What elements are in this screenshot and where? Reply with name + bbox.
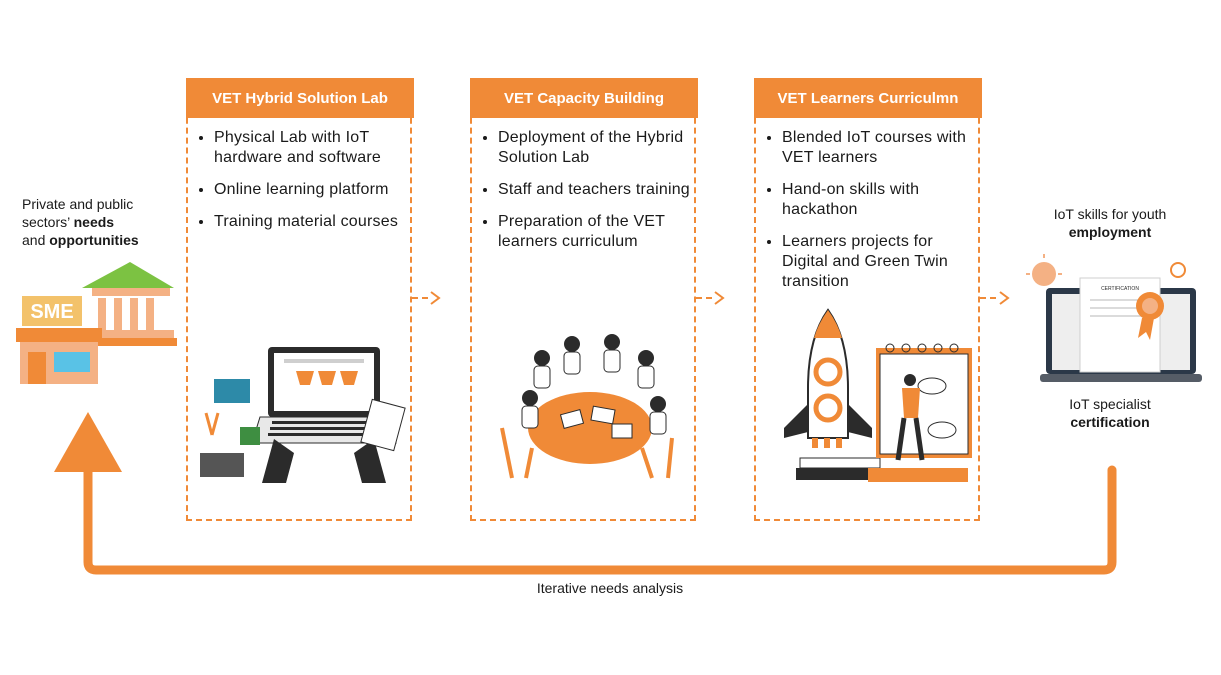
iterative-label: Iterative needs analysis — [536, 580, 684, 596]
employment-line1: IoT skills for youth — [1053, 206, 1167, 222]
rocket-icon — [784, 308, 972, 482]
certification-label: IoT specialist certification — [1040, 395, 1180, 431]
panel-title: VET Hybrid Solution Lab — [186, 78, 414, 118]
opportunities-bold: opportunities — [49, 232, 139, 248]
panel-title: VET Capacity Building — [470, 78, 698, 118]
list-item: Staff and teachers training — [498, 180, 698, 200]
laptop-icon — [200, 347, 406, 483]
panel-learners-curriculum: VET Learners Curriculmn Blended IoT cour… — [754, 78, 982, 521]
certificate-laptop-icon: CERTIFICATION — [1026, 254, 1202, 382]
list-item: Hand-on skills with hackathon — [782, 180, 982, 220]
learner-presentation-icon — [868, 343, 972, 482]
lightbulb-icon — [1026, 254, 1062, 286]
sme-label: SME — [30, 301, 73, 323]
needs-label: Private and public sectors’ needs and op… — [22, 195, 172, 249]
needs-line2: sectors’ — [22, 214, 74, 230]
panel-list: Blended IoT courses with VET learners Ha… — [764, 128, 982, 304]
certification-bold: certification — [1070, 414, 1150, 430]
cert-label: CERTIFICATION — [1101, 286, 1139, 292]
list-item: Learners projects for Digital and Green … — [782, 232, 982, 292]
list-item: Deployment of the Hybrid Solution Lab — [498, 128, 698, 168]
gear-icon — [1170, 262, 1186, 278]
certification-line1: IoT specialist — [1069, 396, 1151, 412]
panel-list: Deployment of the Hybrid Solution Lab St… — [480, 128, 698, 264]
sme-shop-icon: SME — [16, 262, 177, 384]
list-item: Online learning platform — [214, 180, 414, 200]
panel-hybrid-lab: VET Hybrid Solution Lab Physical Lab wit… — [186, 78, 414, 521]
panel-title: VET Learners Curriculmn — [754, 78, 982, 118]
list-item: Preparation of the VET learners curricul… — [498, 212, 698, 252]
needs-bold: needs — [73, 214, 115, 230]
team-meeting-icon — [500, 334, 674, 479]
list-item: Blended IoT courses with VET learners — [782, 128, 982, 168]
needs-line3: and — [22, 232, 50, 248]
needs-line1: Private and public — [22, 196, 134, 212]
arduino-icon — [214, 379, 250, 403]
panel-capacity-building: VET Capacity Building Deployment of the … — [470, 78, 698, 521]
list-item: Physical Lab with IoT hardware and softw… — [214, 128, 414, 168]
list-item: Training material courses — [214, 212, 414, 232]
bank-icon — [82, 262, 177, 346]
employment-label: IoT skills for youth employment — [1040, 205, 1180, 241]
employment-bold: employment — [1068, 224, 1152, 240]
panel-list: Physical Lab with IoT hardware and softw… — [196, 128, 414, 244]
